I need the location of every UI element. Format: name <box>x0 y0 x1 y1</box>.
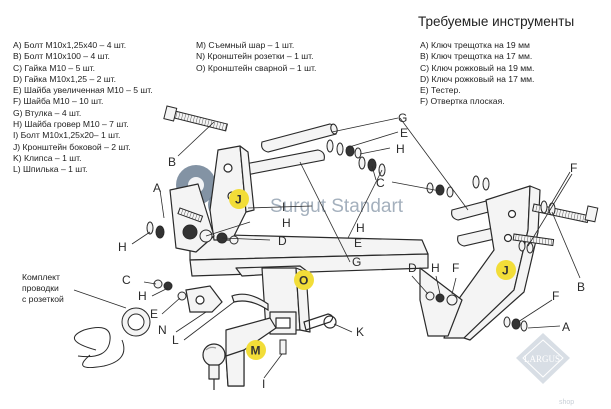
svg-text:O: O <box>299 274 308 288</box>
callout-h: H <box>356 221 365 235</box>
badges: J J O M <box>229 189 516 360</box>
callout-h: H <box>138 289 147 303</box>
part-item: H) Шайба гровер М10 – 7 шт. <box>13 119 129 130</box>
callout-i: I <box>262 377 265 391</box>
ball-mount <box>202 317 277 390</box>
badge-j-left <box>229 189 249 209</box>
callout-d: D <box>278 234 287 248</box>
long-bolts <box>163 105 599 247</box>
callouts: B A H G E H C F I H D E H G B D H F F A … <box>118 111 585 391</box>
callout-g: G <box>352 255 361 269</box>
tool-item: B) Ключ трещотка на 17 мм. <box>420 51 533 62</box>
part-item: B) Болт М10х100 – 4 шт. <box>13 51 110 62</box>
callout-e: E <box>150 307 158 321</box>
part-item: D) Гайка М10х1,25 – 2 шт. <box>13 73 117 84</box>
part-item: A) Болт М10х1,25х40 – 4 шт. <box>13 40 127 50</box>
callout-a: A <box>153 181 161 195</box>
watermark-text: Surgut Standart <box>270 196 404 217</box>
callout-f: F <box>552 289 559 303</box>
tool-item: E) Тестер. <box>420 85 461 96</box>
wiring-kit-label: Комплект проводки с розеткой <box>22 272 64 304</box>
callout-h: H <box>431 261 440 275</box>
callout-b: B <box>577 280 585 294</box>
tool-item: F) Отвертка плоская. <box>420 96 505 107</box>
part-item: J) Кронштейн боковой – 2 шт. <box>13 141 131 152</box>
part-item: L) Шпилька – 1 шт. <box>13 164 88 175</box>
part-item: O) Кронштейн сварной – 1 шт. <box>196 62 317 73</box>
badge-o <box>294 270 314 290</box>
svg-text:J: J <box>502 264 509 278</box>
callout-c: C <box>376 176 385 190</box>
callout-f: F <box>570 161 577 175</box>
tools-list: A) Ключ трещотка на 19 мм B) Ключ трещот… <box>420 40 534 108</box>
tool-item: D) Ключ рожковый на 17 мм. <box>420 73 535 84</box>
callout-h: H <box>118 240 127 254</box>
clip <box>303 313 337 331</box>
tools-title: Требуемые инструменты <box>418 14 575 29</box>
callout-d: D <box>408 261 417 275</box>
logo-text: LARGUS <box>524 354 560 364</box>
part-item: N) Кронштейн розетки – 1 шт. <box>196 51 314 62</box>
callout-n: N <box>158 323 167 337</box>
socket-bracket <box>185 285 269 313</box>
part-item: I) Болт М10х1,25х20– 1 шт. <box>13 130 121 141</box>
tool-item: C) Ключ рожковый на 19 мм. <box>420 62 535 73</box>
callout-h: H <box>282 216 291 230</box>
callout-e: E <box>354 236 362 250</box>
part-item: E) Шайба увеличенная М10 – 5 шт. <box>13 85 153 96</box>
svg-text:J: J <box>235 193 242 207</box>
parts-list-mid: M) Съемный шар – 1 шт. N) Кронштейн розе… <box>196 40 316 74</box>
nuts-washers <box>146 139 556 355</box>
part-item: G) Втулка – 4 шт. <box>13 107 82 118</box>
leader-lines <box>131 117 581 379</box>
welded-bracket <box>261 267 311 335</box>
tool-item: A) Ключ трещотка на 19 мм <box>420 40 530 50</box>
svg-text:M: M <box>251 344 261 358</box>
part-item: C) Гайка М10 – 5 шт. <box>13 62 96 73</box>
largus-logo: LARGUS shop <box>516 333 574 406</box>
callout-c: C <box>122 273 131 287</box>
callout-k: K <box>356 325 364 339</box>
parts-list-left: A) Болт М10х1,25х40 – 4 шт. B) Болт М10х… <box>13 40 153 176</box>
shop-text: shop <box>559 399 574 406</box>
callout-l: L <box>172 333 179 347</box>
part-item: K) Клипса – 1 шт. <box>13 152 82 163</box>
badge-m <box>246 340 266 360</box>
callout-i: I <box>282 200 285 214</box>
callout-f: F <box>452 261 459 275</box>
callout-e: E <box>400 126 408 140</box>
part-item: M) Съемный шар – 1 шт. <box>196 40 295 50</box>
callout-g: G <box>398 111 407 125</box>
part-item: F) Шайба М10 – 10 шт. <box>13 96 104 107</box>
callout-b: B <box>168 155 176 169</box>
wiring-kit <box>73 289 151 369</box>
callout-a: A <box>562 320 570 334</box>
callout-h: H <box>396 142 405 156</box>
badge-j-right <box>496 260 516 280</box>
